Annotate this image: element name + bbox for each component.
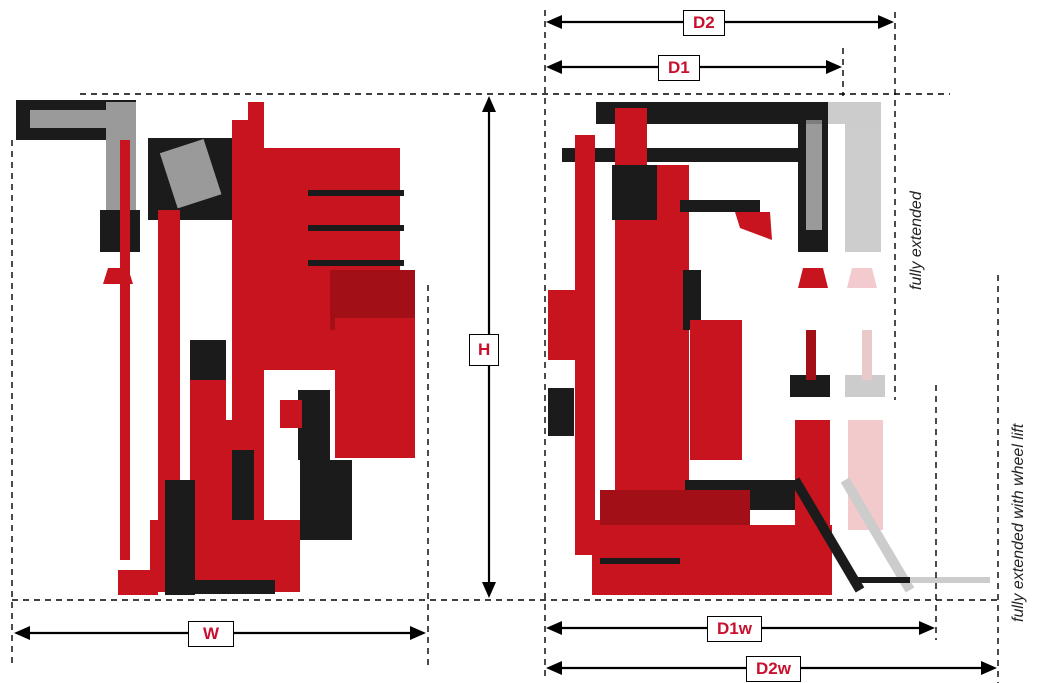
ghost-extended-arm xyxy=(780,102,881,288)
dimension-label-w: W xyxy=(188,621,235,647)
annotation-fully-extended-wheel-lift: fully extended with wheel lift xyxy=(1010,423,1027,622)
dimension-label-h: H xyxy=(469,334,500,366)
guide-lines xyxy=(11,10,1000,683)
dimension-label-d2: D2 xyxy=(683,10,725,36)
dimension-label-d1: D1 xyxy=(658,55,700,81)
ghost-wheel-lift xyxy=(840,330,990,593)
dimension-label-d1w: D1w xyxy=(707,616,762,642)
side-view-machine xyxy=(548,102,910,595)
annotation-fully-extended: fully extended xyxy=(908,191,925,290)
front-view-machine xyxy=(16,100,415,595)
dimension-label-d2w: D2w xyxy=(746,656,801,682)
